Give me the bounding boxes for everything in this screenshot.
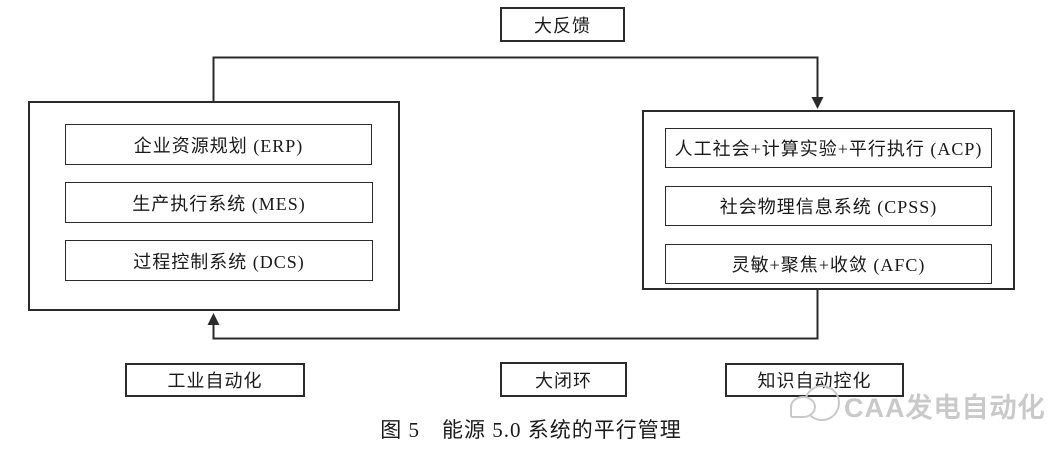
big-closed-loop-box: 大闭环 [500, 362, 627, 397]
feedback-line-bottom [212, 290, 819, 340]
speech-bubble-icon [790, 396, 816, 418]
mes-label: 生产执行系统 (MES) [132, 193, 306, 214]
knowledge-automation-label: 知识自动控化 [757, 371, 872, 391]
acp-box: 人工社会+计算实验+平行执行 (ACP) [665, 128, 992, 168]
cpss-label: 社会物理信息系统 (CPSS) [719, 197, 938, 217]
figure-caption: 图 5 能源 5.0 系统的平行管理 [380, 418, 682, 442]
industrial-automation-box: 工业自动化 [125, 363, 305, 397]
watermark: CAA发电自动化 [788, 384, 1046, 426]
cpss-box: 社会物理信息系统 (CPSS) [665, 186, 992, 226]
erp-box: 企业资源规划 (ERP) [65, 124, 372, 165]
watermark-logo-icon [788, 384, 844, 426]
big-closed-loop-label: 大闭环 [535, 370, 592, 391]
mes-box: 生产执行系统 (MES) [65, 182, 373, 223]
dcs-label: 过程控制系统 (DCS) [133, 251, 305, 272]
big-feedback-box: 大反馈 [500, 7, 625, 42]
erp-label: 企业资源规划 (ERP) [133, 135, 304, 156]
afc-label: 灵敏+聚焦+收敛 (AFC) [731, 255, 926, 275]
dcs-box: 过程控制系统 (DCS) [65, 240, 373, 281]
arrowhead-down-icon [811, 97, 824, 109]
watermark-text: CAA发电自动化 [844, 392, 1046, 423]
afc-box: 灵敏+聚焦+收敛 (AFC) [665, 244, 992, 284]
feedback-line-top [212, 56, 819, 102]
big-feedback-label: 大反馈 [534, 15, 591, 36]
arrowhead-up-icon [207, 313, 220, 325]
acp-label: 人工社会+计算实验+平行执行 (ACP) [674, 139, 983, 159]
industrial-automation-label: 工业自动化 [167, 371, 263, 391]
